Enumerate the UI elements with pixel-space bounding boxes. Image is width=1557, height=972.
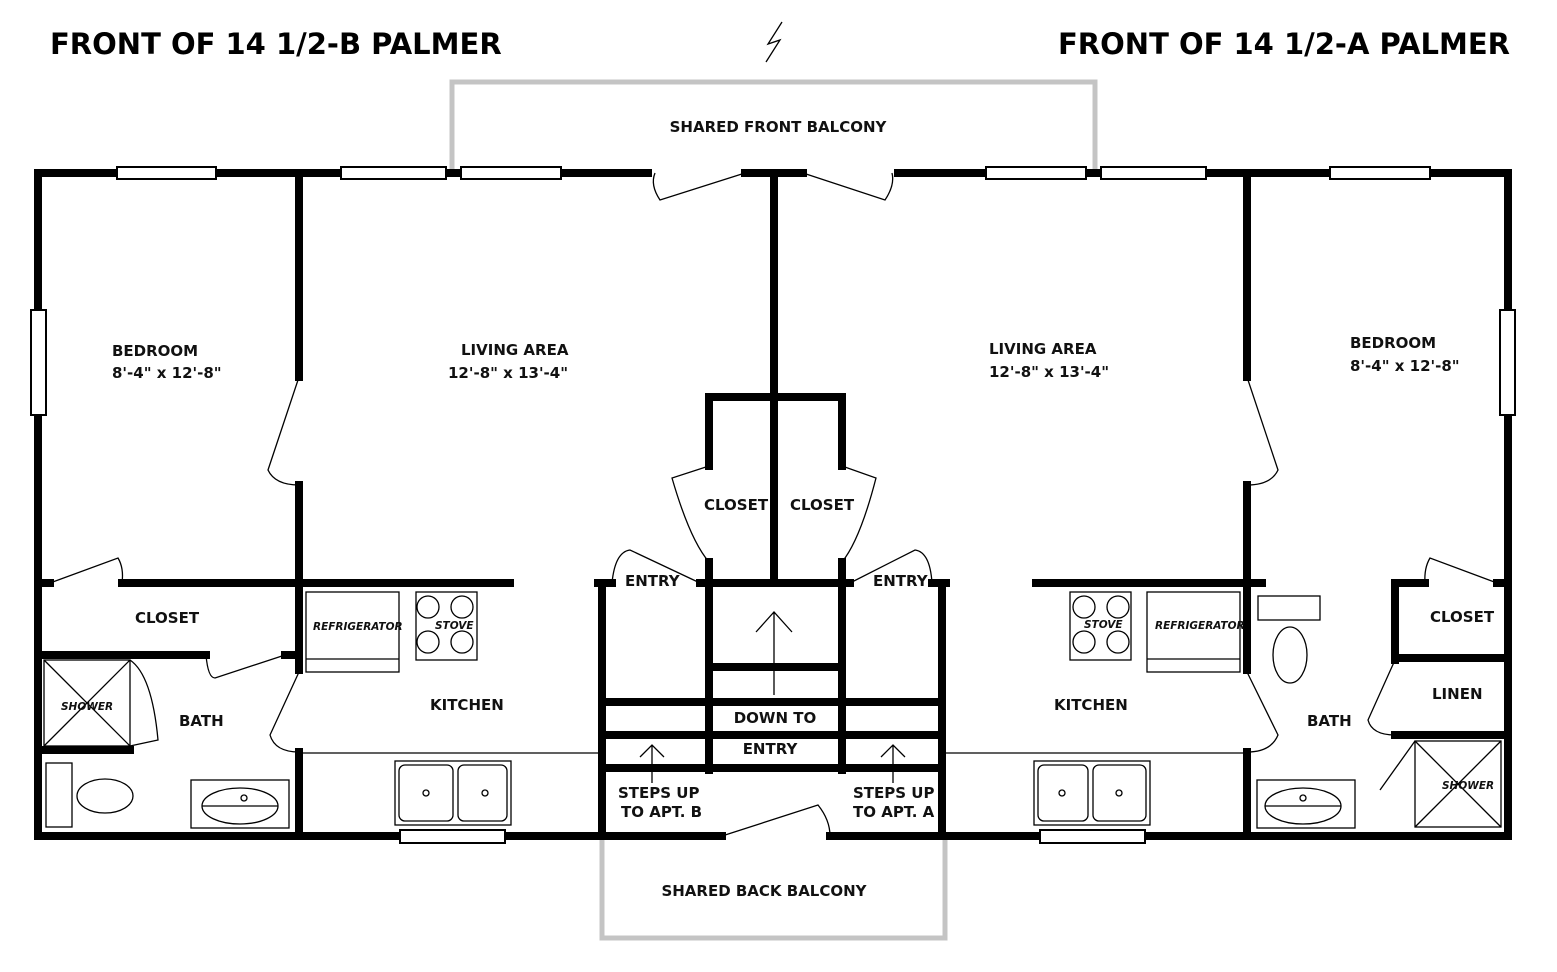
shower-b-label: SHOWER [61,701,113,713]
linen-label: LINEN [1432,685,1483,703]
entry-a-label: ENTRY [873,572,929,590]
shower-icon [1414,740,1502,828]
living-a-size: 12'-8" x 13'-4" [989,363,1109,381]
bedroom-a-label: BEDROOM [1350,334,1436,352]
kitchen-sink-icon [394,760,512,826]
kitchen-sink-icon [1033,760,1151,826]
fixtures-apt-b [43,591,512,829]
bedroom-b-label: BEDROOM [112,342,198,360]
shower-icon [43,659,131,747]
toilet-tank-icon [1257,595,1321,621]
steps-b-line2: TO APT. B [621,803,702,821]
steps-a-line1: STEPS UP [853,784,934,802]
shower-a-label: SHOWER [1442,780,1494,792]
living-b-label: LIVING AREA [461,341,569,359]
closet-b-label: CLOSET [135,609,200,627]
door-swings [49,172,1498,837]
back-balcony-outline [599,840,948,941]
bedroom-b-size: 8'-4" x 12'-8" [112,364,222,382]
front-balcony-outline [449,79,1098,170]
walls [34,169,1512,840]
stove-icon [415,591,478,661]
back-balcony-label: SHARED BACK BALCONY [661,882,867,900]
stair-arrows [639,611,906,783]
lightning-north-arrow-icon [765,21,783,63]
living-b-size: 12'-8" x 13'-4" [448,364,568,382]
entry-b-label: ENTRY [625,572,681,590]
kitchen-a-label: KITCHEN [1054,696,1128,714]
steps-b-line1: STEPS UP [618,784,699,802]
center-entry-label: ENTRY [743,740,799,758]
refrigerator-a-label: REFRIGERATOR [1155,620,1245,632]
bath-a-label: BATH [1307,712,1352,730]
center-closet-right-label: CLOSET [790,496,855,514]
refrigerator-icon [1146,591,1241,673]
bath-b-label: BATH [179,712,224,730]
bedroom-a-size: 8'-4" x 12'-8" [1350,357,1460,375]
stove-a-label: STOVE [1084,619,1123,631]
toilet-icon [76,778,134,814]
center-closet-left-label: CLOSET [704,496,769,514]
living-a-label: LIVING AREA [989,340,1097,358]
bath-sink-icon [1256,779,1356,829]
windows [30,166,1516,844]
stove-b-label: STOVE [435,620,474,632]
front-balcony-label: SHARED FRONT BALCONY [670,118,888,136]
heading-apt-a: FRONT OF 14 1/2-A PALMER [1058,27,1510,61]
steps-a-line2: TO APT. A [853,803,935,821]
fixtures-apt-a [1033,591,1502,829]
bath-sink-icon [190,779,290,829]
stove-icon [1069,591,1132,661]
toilet-tank-icon [45,762,73,828]
heading-apt-b: FRONT OF 14 1/2-B PALMER [50,27,502,61]
closet-a-label: CLOSET [1430,608,1495,626]
kitchen-b-label: KITCHEN [430,696,504,714]
refrigerator-b-label: REFRIGERATOR [313,621,403,633]
toilet-icon [1272,626,1308,684]
down-to-label: DOWN TO [734,709,817,727]
refrigerator-icon [305,591,400,673]
